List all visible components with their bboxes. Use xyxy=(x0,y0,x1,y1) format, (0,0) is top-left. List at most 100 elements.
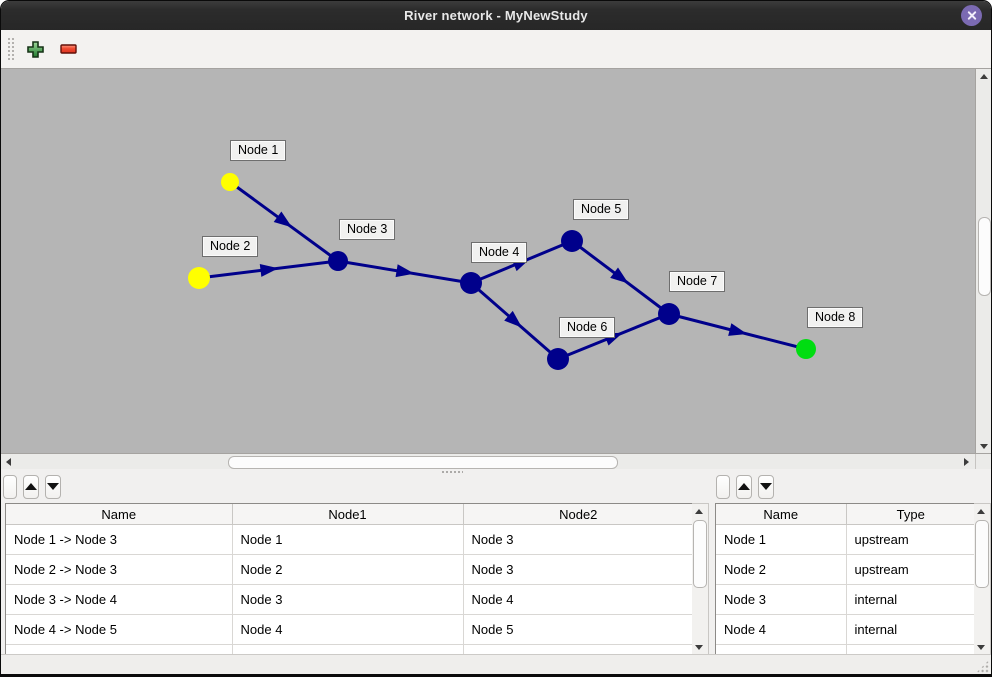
column-header-node2[interactable]: Node2 xyxy=(462,504,693,525)
river-link-node-7-to-node-8[interactable] xyxy=(668,312,807,351)
node-label-node-6[interactable]: Node 6 xyxy=(559,317,616,338)
down-triangle-icon xyxy=(760,483,772,490)
nodes-table-scrollbar[interactable] xyxy=(974,503,991,655)
horizontal-pane-splitter[interactable] xyxy=(1,469,991,474)
up-arrow-icon xyxy=(695,508,703,514)
scroll-down-button[interactable] xyxy=(974,640,988,654)
up-triangle-icon xyxy=(738,483,750,490)
scroll-left-button[interactable] xyxy=(1,455,15,469)
table-cell: Node 4 xyxy=(232,614,464,645)
node-node-1[interactable] xyxy=(221,173,239,191)
scroll-up-button[interactable] xyxy=(976,69,991,83)
node-label-node-5[interactable]: Node 5 xyxy=(573,199,630,220)
empty-row xyxy=(716,644,975,654)
table-cell: Node 2 -> Node 3 xyxy=(6,554,233,585)
node-label-node-2[interactable]: Node 2 xyxy=(202,236,259,257)
column-header-name[interactable]: Name xyxy=(6,504,233,525)
node-label-node-8[interactable]: Node 8 xyxy=(807,307,864,328)
river-link-node-2-to-node-3[interactable] xyxy=(198,259,339,280)
node-node-6[interactable] xyxy=(547,348,569,370)
toolbar-grip-handle[interactable] xyxy=(7,37,14,61)
up-arrow-icon xyxy=(980,73,988,79)
links-toolbar: 1 9 xyxy=(3,474,67,499)
down-arrow-icon xyxy=(980,443,988,449)
remove-node-button[interactable] xyxy=(56,36,82,62)
node-node-2[interactable] xyxy=(188,267,210,289)
canvas-horizontal-scrollbar[interactable] xyxy=(1,453,991,470)
titlebar[interactable]: River network - MyNewStudy xyxy=(1,1,991,30)
flow-arrow-icon xyxy=(728,323,748,336)
table-cell: Node 3 xyxy=(463,554,693,585)
scroll-down-button[interactable] xyxy=(976,439,991,453)
down-arrow-icon xyxy=(695,644,703,650)
river-link-node-1-to-node-3[interactable] xyxy=(229,180,339,263)
column-header-name[interactable]: Name xyxy=(716,504,847,525)
scrollbar-corner xyxy=(975,454,991,470)
river-link-node-3-to-node-4[interactable] xyxy=(337,259,472,285)
node-label-node-7[interactable]: Node 7 xyxy=(669,271,726,292)
river-link-node-4-to-node-6[interactable] xyxy=(470,281,559,361)
table-cell: Node 3 -> Node 4 xyxy=(6,584,233,615)
empty-row xyxy=(6,644,693,654)
canvas-vertical-scrollbar[interactable] xyxy=(975,69,991,453)
column-header-type[interactable]: Type xyxy=(845,504,975,525)
down-arrow-icon xyxy=(977,644,985,650)
node-label-node-1[interactable]: Node 1 xyxy=(230,140,287,161)
main-toolbar xyxy=(1,30,991,69)
scrollbar-thumb[interactable] xyxy=(693,520,707,588)
node-node-8[interactable] xyxy=(796,339,816,359)
table-cell: Node 3 xyxy=(463,524,693,555)
move-node-up-button[interactable] xyxy=(736,474,752,499)
resize-grip-icon[interactable] xyxy=(976,660,989,673)
flow-arrow-icon xyxy=(504,310,523,328)
flow-arrow-icon xyxy=(273,211,293,228)
status-bar xyxy=(1,654,991,674)
links-table-scrollbar[interactable] xyxy=(692,503,709,655)
flow-arrow-icon xyxy=(610,267,629,284)
vertical-scrollbar-thumb[interactable] xyxy=(978,217,991,296)
move-link-down-button[interactable] xyxy=(45,474,61,499)
table-cell: Node 4 xyxy=(716,614,847,645)
table-cell: upstream xyxy=(846,554,975,585)
move-node-down-button[interactable] xyxy=(758,474,774,499)
plus-icon xyxy=(26,40,44,58)
move-link-up-button[interactable] xyxy=(23,474,39,499)
node-label-node-4[interactable]: Node 4 xyxy=(471,242,528,263)
table-cell: Node 1 xyxy=(232,524,464,555)
flow-arrow-icon xyxy=(259,264,279,277)
horizontal-scrollbar-thumb[interactable] xyxy=(228,456,618,469)
add-node-button[interactable] xyxy=(22,36,48,62)
scroll-up-button[interactable] xyxy=(692,504,706,518)
scrollbar-thumb[interactable] xyxy=(975,520,989,588)
scroll-up-button[interactable] xyxy=(974,504,988,518)
up-arrow-icon xyxy=(977,508,985,514)
node-node-3[interactable] xyxy=(328,251,348,271)
scroll-right-button[interactable] xyxy=(959,455,973,469)
close-button[interactable] xyxy=(961,5,982,26)
network-canvas[interactable]: Node 1 Node 2 Node 3 Node 4 Node 5 Node 6 Node… xyxy=(1,69,975,453)
sort-links-button[interactable]: 1 9 xyxy=(3,474,17,499)
sort-nodes-button[interactable]: 1 9 xyxy=(716,474,730,499)
node-node-4[interactable] xyxy=(460,272,482,294)
scroll-down-button[interactable] xyxy=(692,640,706,654)
river-link-node-5-to-node-7[interactable] xyxy=(571,239,670,316)
node-label-node-3[interactable]: Node 3 xyxy=(339,219,396,240)
column-header-node1[interactable]: Node1 xyxy=(231,504,464,525)
node-node-5[interactable] xyxy=(561,230,583,252)
table-cell: Node 4 -> Node 5 xyxy=(6,614,233,645)
node-node-7[interactable] xyxy=(658,303,680,325)
splitter-handle-icon xyxy=(441,470,463,474)
table-cell: Node 1 xyxy=(716,524,847,555)
